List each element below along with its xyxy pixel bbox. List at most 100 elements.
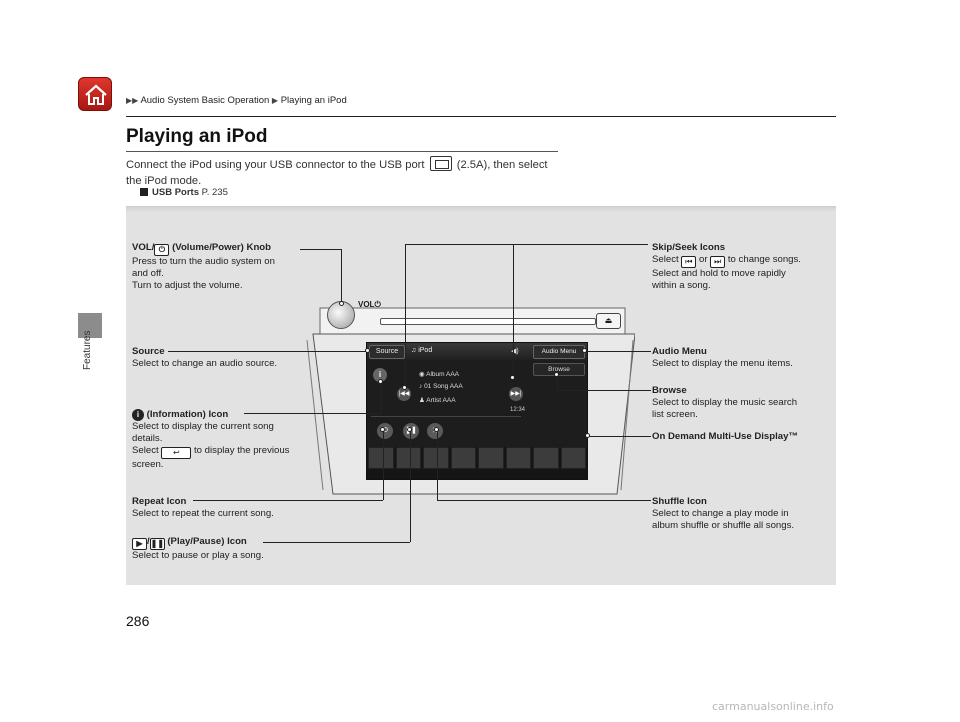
leader-browse — [557, 390, 651, 391]
callout-ondemand: On Demand Multi-Use Display™ — [652, 431, 832, 443]
title-divider — [126, 151, 558, 152]
info-head: i (Information) Icon — [132, 409, 312, 421]
info-line: screen. — [132, 459, 164, 470]
od-button[interactable] — [533, 447, 559, 469]
breadcrumb: ▶▶ Audio System Basic Operation ▶ Playin… — [126, 95, 347, 106]
od-button[interactable] — [368, 447, 394, 469]
leader-repeat — [193, 500, 383, 501]
callout-dot — [365, 348, 370, 353]
callout-dot — [402, 385, 407, 390]
od-button[interactable] — [423, 447, 449, 469]
source-button[interactable]: Source — [369, 345, 405, 359]
callout-shuffle: Shuffle Icon Select to change a play mod… — [652, 496, 832, 532]
intro-before: Connect the iPod using your USB connecto… — [126, 159, 425, 171]
callout-dot — [339, 301, 344, 306]
source-head: Source — [132, 346, 165, 357]
skip-back-icon[interactable]: |◀◀ — [397, 387, 411, 401]
shuffle-head: Shuffle Icon — [652, 496, 707, 507]
home-button[interactable] — [78, 77, 112, 111]
mode-label: ♫ iPod — [411, 347, 433, 354]
knob-label-icon: VOL⏻ — [358, 300, 381, 309]
play-head: ▶/❚❚ (Play/Pause) Icon — [132, 536, 312, 550]
leader-audiomenu — [585, 351, 651, 352]
breadcrumb-current: Playing an iPod — [280, 95, 347, 106]
callout-play: ▶/❚❚ (Play/Pause) Icon Select to pause o… — [132, 536, 312, 562]
vol-head-b: (Volume/Power) Knob — [172, 242, 272, 253]
skip-forward-icon: ⏭ — [710, 256, 726, 268]
song-line: ♪ 01 Song AAA — [419, 383, 463, 390]
repeat-icon[interactable]: ⟲ — [377, 423, 393, 439]
breadcrumb-parent[interactable]: Audio System Basic Operation — [140, 95, 270, 106]
callout-audiomenu: Audio Menu Select to display the menu it… — [652, 346, 832, 370]
callout-dot — [585, 433, 590, 438]
shuffle-line: Select to change a play mode in — [652, 508, 789, 519]
browse-head: Browse — [652, 385, 687, 396]
skip-line: within a song. — [652, 280, 711, 291]
vol-line: Turn to adjust the volume. — [132, 280, 243, 291]
screen-header — [367, 343, 587, 361]
header-divider — [126, 116, 836, 117]
play-head-text: (Play/Pause) Icon — [167, 536, 247, 547]
info-head-text: (Information) Icon — [146, 409, 229, 420]
cross-reference[interactable]: USB Ports P. 235 — [140, 187, 228, 198]
section-label: Features — [82, 330, 93, 370]
audiomenu-head: Audio Menu — [652, 346, 707, 357]
pause-icon: ❚❚ — [149, 538, 165, 550]
leader-play — [410, 430, 411, 542]
od-button[interactable] — [395, 447, 421, 469]
leader-repeat — [383, 430, 384, 500]
section-tab[interactable] — [78, 313, 102, 338]
intro-text: Connect the iPod using your USB connecto… — [126, 156, 566, 189]
callout-dot — [378, 379, 383, 384]
callout-dot — [434, 427, 439, 432]
callout-skip: Skip/Seek Icons Select ⏮ or ⏭ to change … — [652, 242, 836, 292]
home-icon — [85, 84, 107, 105]
watermark: carmanualsonline.info — [712, 700, 834, 713]
callout-volume: VOL/⏻ (Volume/Power) Knob Press to turn … — [132, 242, 307, 292]
info-icon[interactable]: i — [373, 368, 387, 382]
skip-line-a: Select — [652, 254, 679, 265]
info-line: Select ↩ to display the previous — [132, 445, 312, 459]
xref-label: USB Ports — [152, 187, 199, 198]
on-demand-display[interactable] — [368, 447, 586, 469]
leader-source — [168, 351, 368, 352]
od-button[interactable] — [450, 447, 476, 469]
ondemand-head: On Demand Multi-Use Display™ — [652, 431, 799, 442]
cd-slot — [380, 318, 596, 325]
browse-button[interactable]: Browse — [533, 363, 585, 376]
intro-after: (2.5A), then select the iPod mode. — [126, 159, 548, 187]
source-line: Select to change an audio source. — [132, 358, 278, 369]
callout-dot — [582, 348, 587, 353]
play-icon: ▶ — [132, 538, 147, 550]
breadcrumb-arrow-icon: ▶ — [271, 96, 279, 105]
od-button[interactable] — [505, 447, 531, 469]
breadcrumb-arrow-icon: ▶▶ — [126, 96, 139, 105]
info-line-a: Select — [132, 445, 159, 456]
browse-line: list screen. — [652, 409, 698, 420]
skip-forward-icon[interactable]: ▶▶| — [509, 387, 523, 401]
callout-browse: Browse Select to display the music searc… — [652, 385, 832, 421]
artist-line: ♟ Artist AAA — [419, 397, 456, 404]
audio-menu-button[interactable]: Audio Menu — [533, 345, 585, 359]
leader-skip — [513, 244, 648, 245]
info-line: details. — [132, 433, 163, 444]
eject-button[interactable]: ⏏ — [596, 313, 621, 329]
callout-repeat: Repeat Icon Select to repeat the current… — [132, 496, 312, 520]
od-button[interactable] — [478, 447, 504, 469]
track-time: 12:34 — [510, 407, 526, 413]
callout-volume-head: VOL/⏻ (Volume/Power) Knob — [132, 242, 307, 256]
album-text: Album AAA — [426, 371, 460, 378]
od-button[interactable] — [560, 447, 586, 469]
callout-info: i (Information) Icon Select to display t… — [132, 409, 312, 471]
callout-source: Source Select to change an audio source. — [132, 346, 307, 370]
skip-line-c: to change songs. — [727, 254, 801, 265]
skip-line: Select and hold to move rapidly — [652, 268, 786, 279]
back-icon: ↩ — [161, 447, 192, 459]
leader-info — [381, 382, 382, 413]
skip-back-icon: ⏮ — [681, 256, 697, 268]
leader-vol — [300, 249, 342, 250]
leader-ondemand — [588, 436, 651, 437]
vol-line: and off. — [132, 268, 164, 279]
callout-dot — [554, 372, 559, 377]
leader-shuffle — [437, 430, 438, 500]
